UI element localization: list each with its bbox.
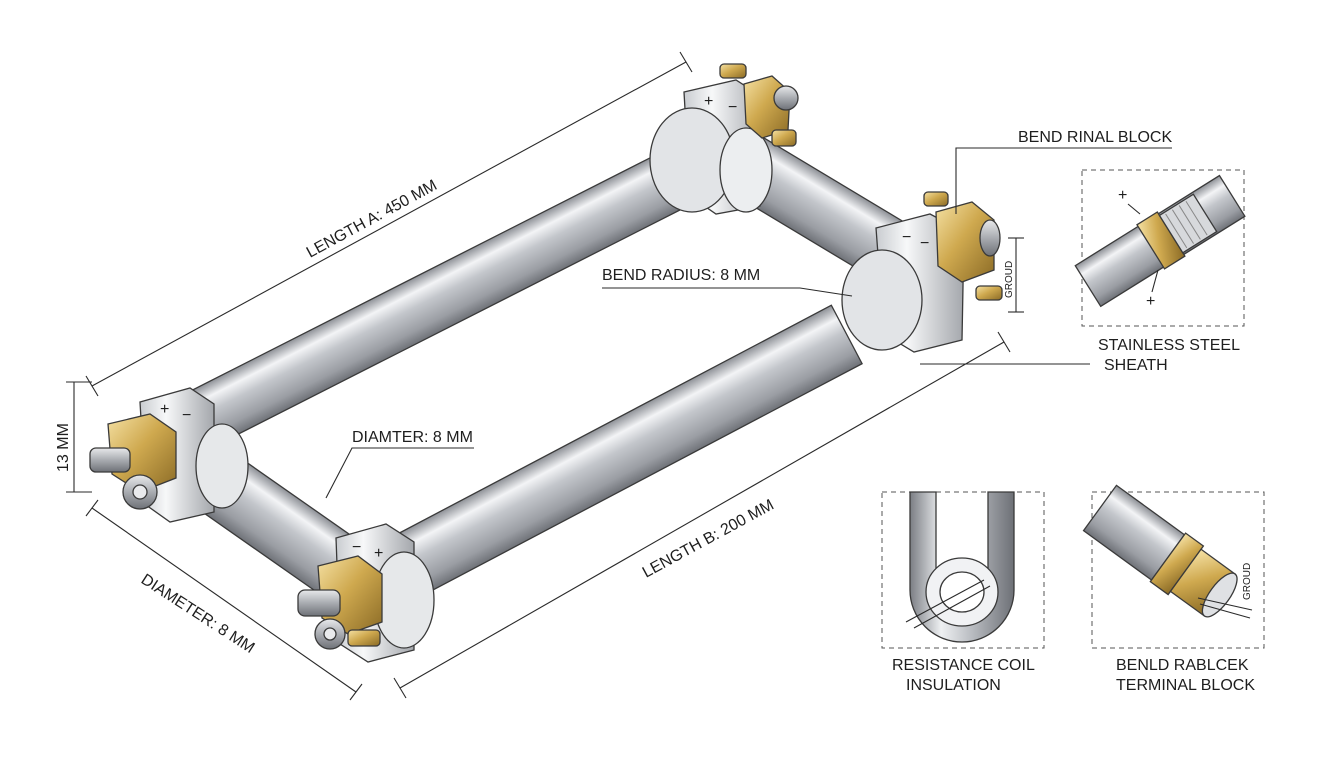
terminal-minus-right-b: −	[920, 235, 929, 252]
label-terminal-line1: BENLD RABLCEK	[1116, 657, 1249, 674]
detail-terminal-block: GROUD	[1082, 484, 1265, 649]
terminal-minus-front: −	[352, 539, 361, 556]
dimension-ground	[1008, 237, 1024, 313]
collar-top: + −	[649, 79, 773, 215]
label-resistance-line2: INSULATION	[906, 677, 1001, 694]
leader-bend-rinal-block	[955, 147, 1172, 214]
label-bend-radius: BEND RADIUS: 8 MM	[602, 267, 760, 284]
dimension-length-b	[393, 331, 1011, 699]
label-resistance-line1: RESISTANCE COIL	[892, 657, 1035, 674]
terminal-block-left	[89, 413, 177, 510]
label-ground-detail: GROUD	[1242, 563, 1253, 600]
label-13mm: 13 MM	[55, 423, 72, 472]
detail-stainless-sheath: + +	[1074, 169, 1246, 327]
terminal-block-front	[297, 555, 383, 650]
label-bend-rinal-block: BEND RINAL BLOCK	[1018, 129, 1172, 146]
leader-bend-radius	[602, 287, 853, 297]
label-terminal-line2: TERMINAL BLOCK	[1116, 677, 1255, 694]
label-ground-main: GROUD	[1004, 261, 1015, 298]
leader-diameter-mid	[325, 447, 474, 499]
label-diameter-mid: DIAMTER: 8 MM	[352, 429, 473, 446]
tube-length-b	[383, 304, 863, 601]
terminal-block-right	[923, 191, 1003, 301]
dimension-13mm	[66, 381, 92, 493]
label-stainless-line1: STAINLESS STEEL	[1098, 337, 1240, 354]
detail-plus-bottom: +	[1146, 293, 1155, 310]
terminal-plus-left: +	[160, 401, 169, 418]
terminal-minus-top: −	[728, 99, 737, 116]
terminal-block-top	[719, 63, 799, 147]
terminal-plus-front: +	[374, 545, 383, 562]
terminal-minus-right-a: −	[902, 229, 911, 246]
label-stainless-line2: SHEATH	[1104, 357, 1168, 374]
dimension-length-a	[85, 51, 693, 397]
label-diameter-bottom: DIAMETER: 8 MM	[138, 571, 258, 657]
terminal-minus-left: −	[182, 407, 191, 424]
detail-resistance-coil	[881, 491, 1045, 649]
label-length-a: LENGTH A: 450 MM	[304, 177, 440, 262]
terminal-plus-top: +	[704, 93, 713, 110]
tube-length-a	[165, 154, 684, 458]
detail-plus-top: +	[1118, 187, 1127, 204]
dimension-diameter-bottom	[85, 499, 363, 701]
